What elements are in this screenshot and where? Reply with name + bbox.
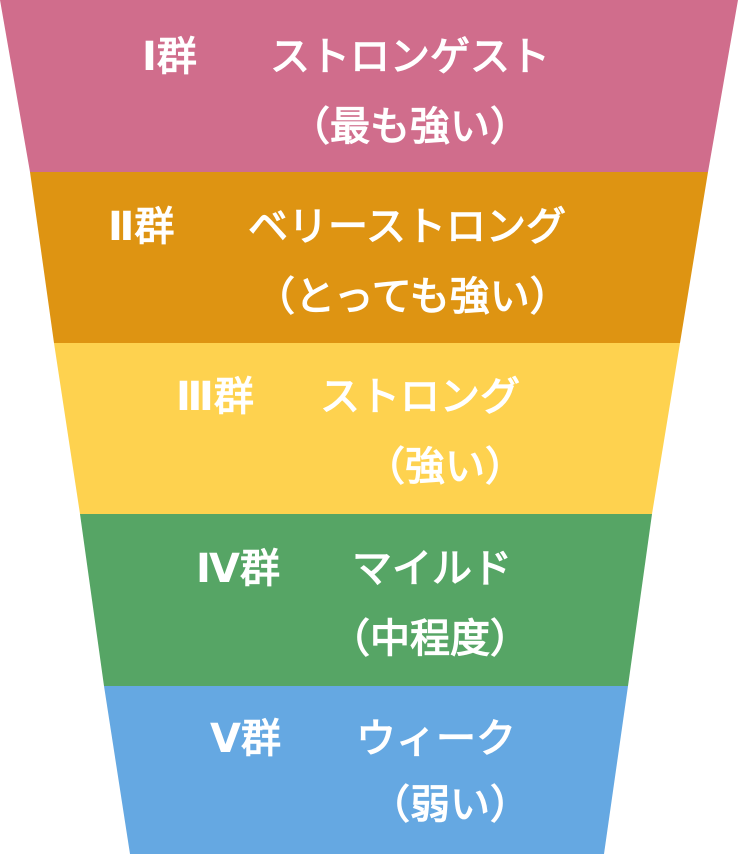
level-3-group: Ⅲ群 xyxy=(176,374,254,420)
level-4-name: マイルド xyxy=(352,546,512,592)
funnel-band-5 xyxy=(104,686,628,854)
funnel-band-4 xyxy=(80,514,652,686)
level-4-description: （中程度） xyxy=(330,616,530,662)
funnel-level-3: Ⅲ群 ストロング （強い） xyxy=(54,343,680,514)
level-1-description: （最も強い） xyxy=(290,104,530,150)
funnel-band-2 xyxy=(30,172,708,343)
level-2-name: ベリーストロング xyxy=(248,204,566,250)
level-4-group: Ⅳ群 xyxy=(196,546,280,592)
funnel-band-3 xyxy=(54,343,680,514)
level-2-group: Ⅱ群 xyxy=(108,204,174,250)
level-3-name: ストロング xyxy=(320,374,520,420)
level-5-group: Ⅴ群 xyxy=(210,716,281,762)
funnel-level-5: Ⅴ群 ウィーク （弱い） xyxy=(104,686,628,854)
funnel-level-4: Ⅳ群 マイルド （中程度） xyxy=(80,514,652,686)
funnel-band-1 xyxy=(0,0,738,172)
funnel-level-2: Ⅱ群 ベリーストロング （とっても強い） xyxy=(30,172,708,343)
level-2-description: （とっても強い） xyxy=(255,274,570,320)
level-5-name: ウィーク xyxy=(356,716,516,762)
level-3-description: （強い） xyxy=(365,444,525,490)
level-1-group: Ⅰ群 xyxy=(142,34,197,80)
level-5-description: （弱い） xyxy=(370,782,530,828)
funnel-level-1: Ⅰ群 ストロンゲスト （最も強い） xyxy=(0,0,738,172)
level-1-name: ストロンゲスト xyxy=(270,34,550,80)
